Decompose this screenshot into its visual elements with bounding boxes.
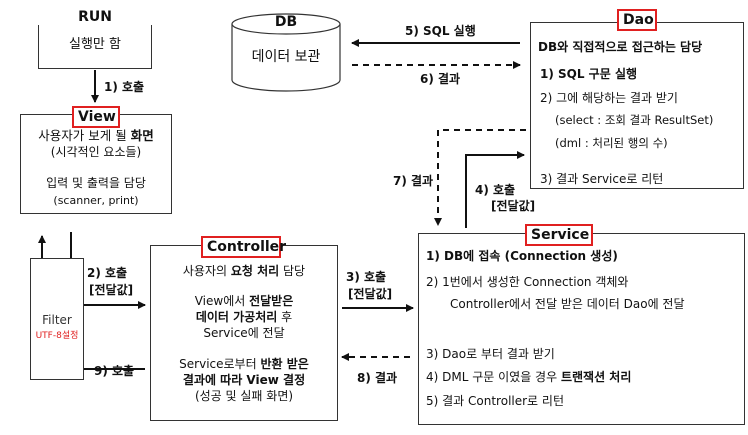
label-arrow-6: 6) 결과 bbox=[420, 72, 461, 86]
label-arrow-4: 4) 호출 bbox=[475, 183, 516, 197]
controller-line-5-pre: Service로부터 bbox=[179, 357, 261, 371]
service-item-2a: 2) 1번에서 생성한 Connection 객체와 bbox=[426, 275, 629, 289]
service-item-3: 3) Dao로 부터 결과 받기 bbox=[426, 347, 555, 361]
view-line-3: 입력 및 출력을 담당 bbox=[46, 176, 146, 190]
dao-item-2b: (dml : 처리된 행의 수) bbox=[555, 136, 668, 150]
controller-line-2-bold: 전달받은 bbox=[249, 294, 294, 308]
db-cylinder-icon bbox=[231, 13, 341, 92]
controller-title: Controller bbox=[201, 236, 286, 258]
view-line-1-bold: 화면 bbox=[130, 128, 154, 143]
label-arrow-2b: [전달값] bbox=[89, 283, 134, 297]
dao-item-1: 1) SQL 구문 실행 bbox=[540, 67, 638, 81]
arrow-4-call bbox=[465, 151, 525, 228]
label-arrow-3b: [전달값] bbox=[348, 287, 393, 301]
view-line-1: 사용자가 보게 될 화면 bbox=[20, 128, 172, 143]
dao-box bbox=[530, 22, 744, 189]
run-title: RUN bbox=[38, 10, 152, 25]
controller-line-1-post: 담당 bbox=[279, 264, 306, 278]
controller-line-2: View에서 전달받은 bbox=[150, 294, 338, 309]
dao-item-3: 3) 결과 Service로 리턴 bbox=[540, 172, 664, 186]
arrow-7-result bbox=[434, 129, 526, 226]
controller-line-6: 결과에 따라 View 결정 bbox=[182, 373, 306, 387]
service-box bbox=[418, 233, 745, 425]
label-arrow-3: 3) 호출 bbox=[346, 270, 387, 284]
service-item-4: 4) DML 구문 이였을 경우 트랜잭션 처리 bbox=[426, 370, 631, 385]
controller-line-5: Service로부터 반환 받은 bbox=[150, 357, 338, 372]
run-desc: 실행만 함 bbox=[69, 37, 121, 52]
controller-line-2-pre: View에서 bbox=[194, 294, 250, 308]
label-arrow-9: 9) 호출 bbox=[94, 364, 135, 378]
service-item-1: 1) DB에 접속 (Connection 생성) bbox=[426, 249, 618, 263]
dao-item-2: 2) 그에 해당하는 결과 받기 bbox=[540, 91, 678, 105]
controller-box bbox=[150, 245, 338, 421]
controller-line-3-post: 후 bbox=[277, 310, 293, 324]
filter-box bbox=[30, 258, 84, 380]
controller-line-4: Service에 전달 bbox=[203, 326, 285, 340]
db-title: DB bbox=[274, 14, 298, 30]
label-arrow-8: 8) 결과 bbox=[357, 371, 398, 385]
label-arrow-5: 5) SQL 실행 bbox=[405, 24, 476, 38]
controller-line-3: 데이터 가공처리 후 bbox=[150, 310, 338, 325]
controller-line-7: (성공 및 실패 화면) bbox=[194, 389, 294, 403]
controller-line-5-bold: 반환 받은 bbox=[260, 357, 309, 371]
label-arrow-2: 2) 호출 bbox=[87, 266, 128, 280]
controller-line-1-bold: 요청 처리 bbox=[230, 264, 280, 278]
controller-line-3-bold: 데이터 가공처리 bbox=[195, 310, 278, 324]
controller-line-1-pre: 사용자의 bbox=[182, 264, 231, 278]
db-desc: 데이터 보관 bbox=[251, 49, 321, 65]
service-item-4-bold: 트랜잭션 처리 bbox=[560, 370, 632, 384]
view-line-2: (시각적인 요소들) bbox=[50, 145, 142, 159]
view-line-1-text: 사용자가 보게 될 bbox=[38, 128, 131, 143]
view-title: View bbox=[72, 106, 120, 128]
dao-title: Dao bbox=[617, 9, 657, 31]
dao-heading: DB와 직접적으로 접근하는 담당 bbox=[538, 40, 703, 54]
dao-item-2a: (select : 조회 결과 ResultSet) bbox=[555, 113, 714, 127]
service-item-4-text: 4) DML 구문 이였을 경우 bbox=[426, 370, 561, 384]
label-arrow-1: 1) 호출 bbox=[104, 80, 145, 94]
label-arrow-7: 7) 결과 bbox=[393, 174, 434, 188]
service-title: Service bbox=[525, 224, 593, 246]
view-line-4: (scanner, print) bbox=[53, 194, 139, 207]
controller-line-1: 사용자의 요청 처리 담당 bbox=[150, 264, 338, 279]
label-arrow-4b: [전달값] bbox=[491, 199, 536, 213]
filter-sub: UTF-8설정 bbox=[35, 331, 79, 341]
service-item-5: 5) 결과 Controller로 리턴 bbox=[426, 394, 564, 408]
filter-title: Filter bbox=[42, 313, 72, 327]
view-box bbox=[20, 114, 172, 214]
service-item-2b: Controller에서 전달 받은 데이터 Dao에 전달 bbox=[450, 297, 685, 311]
